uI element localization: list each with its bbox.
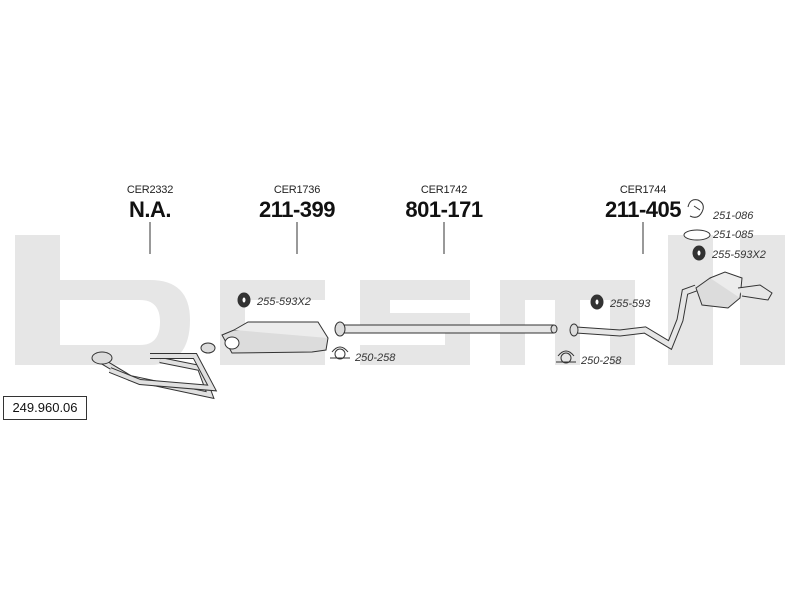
u-clamp-icon (556, 350, 576, 364)
leader-lines (149, 222, 644, 254)
part-number-3[interactable]: 801-171 (405, 197, 483, 222)
spring-clamp-icon (687, 199, 704, 218)
u-clamp-icon (330, 346, 350, 360)
accessory-label-251-085[interactable]: 251-085 (713, 229, 754, 241)
ring-gasket-icon (683, 229, 711, 241)
accessory-label-251-086[interactable]: 251-086 (713, 210, 754, 222)
front-downpipe[interactable] (91, 342, 218, 400)
section-code-1: CER2332 (126, 184, 174, 196)
section-code-2: CER1736 (273, 184, 321, 196)
rear-silencer[interactable] (569, 271, 773, 351)
intermediate-pipe[interactable] (334, 321, 558, 337)
rubber-mount-icon (590, 294, 604, 310)
reference-number: 249.960.06 (3, 396, 87, 420)
accessory-label-255-593[interactable]: 255-593 (610, 298, 651, 310)
section-code-4: CER1744 (619, 184, 667, 196)
rubber-mount-icon (692, 245, 706, 261)
part-number-2[interactable]: 211-399 (258, 197, 336, 222)
accessory-label-250-258-left[interactable]: 250-258 (355, 352, 396, 364)
section-code-3: CER1742 (420, 184, 468, 196)
rubber-mount-icon (237, 292, 251, 308)
part-number-1[interactable]: N.A. (129, 197, 172, 222)
accessory-label-250-258-right[interactable]: 250-258 (581, 355, 622, 367)
center-silencer[interactable] (221, 321, 329, 354)
part-number-4[interactable]: 211-405 (604, 197, 682, 222)
accessory-label-255-593x2-right[interactable]: 255-593X2 (712, 249, 766, 261)
watermark-logo (15, 235, 785, 365)
accessory-label-255-593x2-left[interactable]: 255-593X2 (257, 296, 311, 308)
